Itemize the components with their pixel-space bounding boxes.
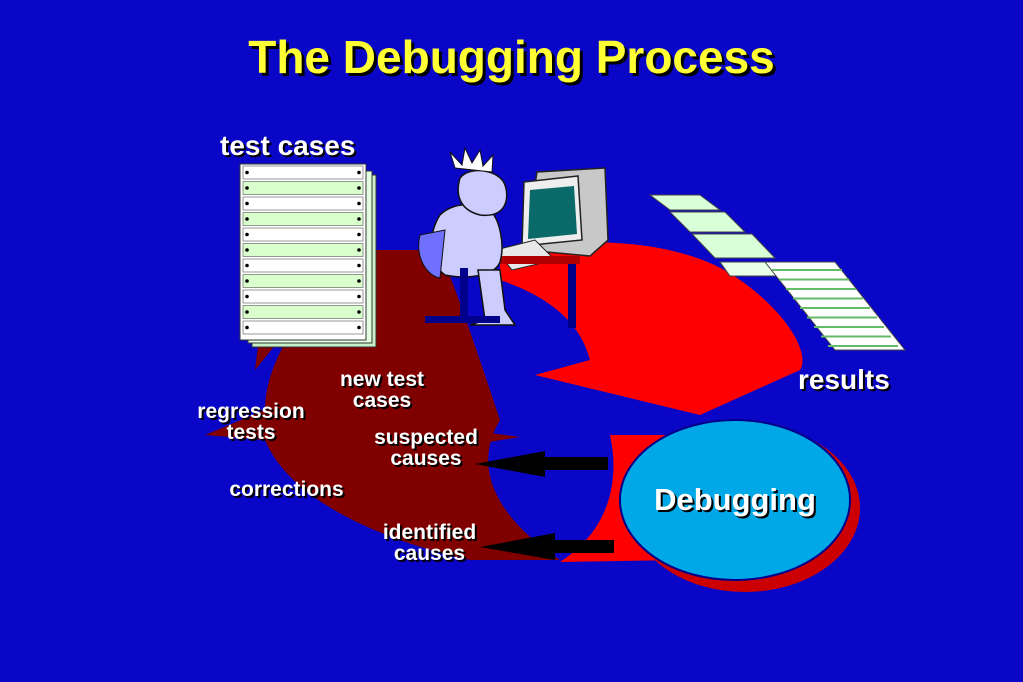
test-case-row (242, 243, 364, 257)
row-bullet (245, 217, 249, 221)
identified-line1: identified (382, 521, 477, 544)
corrections-label: corrections (229, 478, 344, 501)
suspected-line2: causes (390, 447, 462, 470)
new-test-line1: new test (339, 368, 425, 391)
test-case-row (242, 181, 364, 195)
new-test-line2: cases (352, 389, 412, 412)
debugging-label: Debugging (654, 482, 816, 517)
row-bullet (245, 186, 249, 190)
row-bullet (245, 310, 249, 314)
programmer-figure (418, 146, 517, 326)
row-bullet (357, 310, 361, 314)
new-test-arrow-tip (430, 425, 520, 450)
row-bullet (357, 201, 361, 206)
regression-line2: tests (226, 421, 276, 444)
identified-causes-label: identified causes (362, 522, 497, 564)
row-bullet (245, 263, 249, 268)
test-case-row (242, 305, 364, 319)
new-test-cases-label: new test cases (327, 369, 437, 411)
row-bullet (357, 279, 361, 283)
computer-icon (480, 167, 609, 328)
row-bullet (357, 325, 361, 330)
row-bullet (357, 248, 361, 252)
suspected-causes-arrow (475, 451, 608, 477)
row-bullet (245, 232, 249, 237)
dark-red-cycle-arc (205, 250, 560, 560)
test-case-row (242, 258, 364, 273)
row-bullet (357, 170, 361, 175)
test-cases-stack (239, 163, 377, 348)
test-case-row (242, 212, 364, 226)
test-case-row (242, 196, 364, 211)
row-bullet (245, 325, 249, 330)
debugging-ellipse (619, 419, 851, 581)
row-bullet (357, 263, 361, 268)
test-case-row (242, 289, 364, 304)
row-bullet (357, 294, 361, 299)
row-bullet (245, 279, 249, 283)
identified-line2: causes (393, 542, 466, 565)
row-bullet (245, 170, 249, 175)
suspected-causes-label: suspected causes (356, 427, 496, 469)
test-case-row (242, 274, 364, 288)
test-cases-label: test cases (220, 130, 356, 161)
row-bullet (357, 217, 361, 221)
regression-line1: regression (197, 400, 305, 423)
regression-tests-label: regression tests (181, 401, 321, 443)
test-case-row (242, 320, 364, 335)
results-label: results (798, 364, 890, 395)
row-bullet (245, 248, 249, 252)
row-bullet (245, 201, 249, 206)
row-bullet (245, 294, 249, 299)
slide-title: The Debugging Process (248, 31, 775, 83)
row-bullet (357, 232, 361, 237)
suspected-line1: suspected (374, 426, 478, 449)
results-printout (648, 194, 907, 351)
row-bullet (357, 186, 361, 190)
test-case-row (242, 227, 364, 242)
identified-causes-arrow (480, 533, 614, 560)
test-case-row (242, 165, 364, 180)
